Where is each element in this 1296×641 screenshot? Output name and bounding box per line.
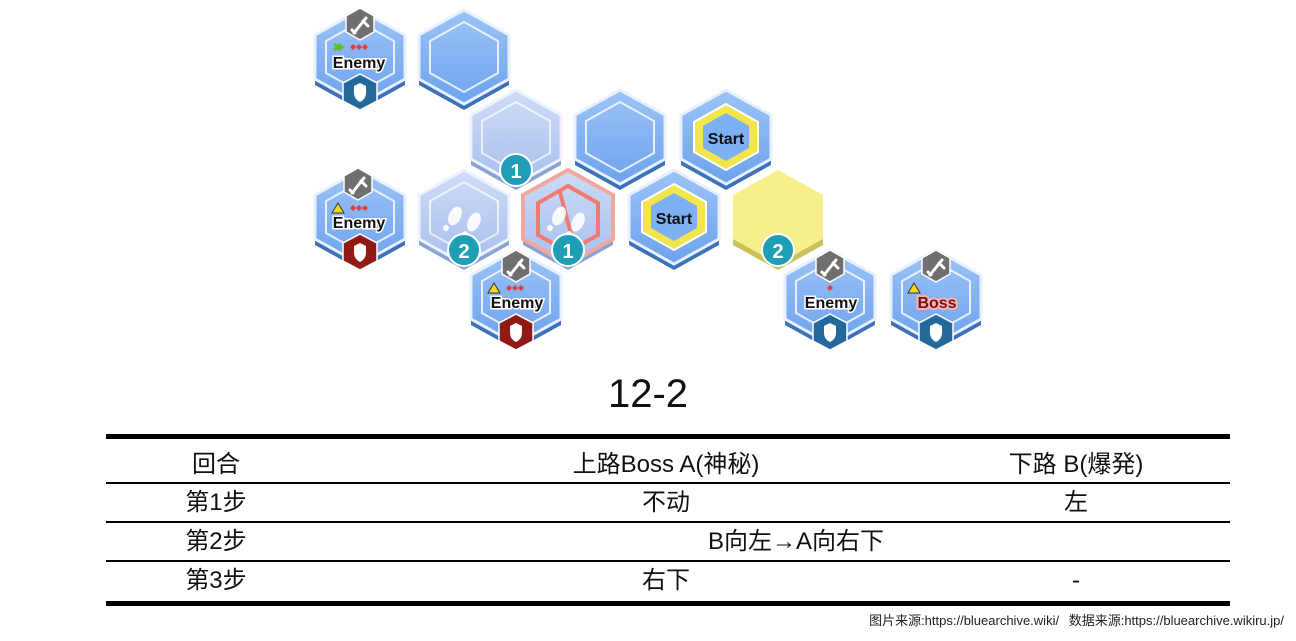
sword-icon	[921, 249, 951, 283]
tile-start-mid[interactable]: Start	[627, 168, 721, 270]
table-divider	[106, 560, 1230, 562]
tile-start-top[interactable]: Start	[679, 88, 773, 190]
row-turn: 第2步	[185, 528, 247, 555]
row-upper-move: 右下	[642, 567, 690, 594]
tile-footprint-1-danger[interactable]: 1	[521, 167, 615, 270]
tile-label: Boss	[917, 295, 956, 312]
shield-icon	[812, 313, 848, 351]
tile-path-1-top[interactable]: 1	[469, 88, 563, 190]
tile-empty-mid[interactable]	[573, 88, 667, 190]
attack-type-icon	[506, 285, 524, 291]
attack-type-icon	[350, 205, 368, 211]
stage-map: Enemy 1 Start	[313, 7, 983, 351]
sword-icon	[815, 249, 845, 283]
step-badge: 2	[447, 233, 481, 267]
svg-text:1: 1	[510, 161, 521, 183]
header-turn: 回合	[192, 451, 240, 478]
tile-enemy-mid-left[interactable]: Enemy	[313, 167, 407, 271]
row-lower-move: -	[1072, 567, 1080, 594]
row-upper-move: 不动	[642, 489, 690, 516]
attack-type-icon	[827, 285, 833, 291]
tile-yellow-2[interactable]: 2	[733, 170, 823, 270]
header-lower-boss: 下路 B(爆発)	[1008, 451, 1144, 478]
table-top-rule	[106, 434, 1230, 439]
stage-title: 12-2	[607, 372, 689, 416]
shield-icon	[342, 233, 378, 271]
step-badge: 1	[499, 153, 533, 187]
table-bottom-rule	[106, 601, 1230, 606]
row-merged-move: B向左→A向右下	[707, 528, 884, 555]
header-upper-boss: 上路Boss A(神秘)	[572, 451, 760, 478]
svg-text:2: 2	[772, 241, 783, 263]
tile-enemy-top-left[interactable]: Enemy	[313, 7, 407, 111]
tile-empty-top[interactable]	[417, 8, 511, 110]
tile-boss[interactable]: Boss	[889, 248, 983, 351]
sword-icon	[343, 167, 373, 201]
shield-icon	[918, 313, 954, 351]
warning-icon	[907, 282, 921, 294]
step-badge: 1	[551, 233, 585, 267]
tile-enemy-bottom-right[interactable]: Enemy	[783, 248, 877, 351]
tile-footprint-2[interactable]: 2	[417, 168, 511, 270]
tile-label: Enemy	[805, 295, 858, 312]
tile-label: Start	[656, 211, 693, 228]
image-source-text: 图片来源:https://bluearchive.wiki/	[869, 613, 1060, 628]
row-lower-move: 左	[1064, 489, 1088, 516]
tile-label: Enemy	[333, 215, 386, 232]
attack-type-icon	[350, 44, 368, 50]
source-credits: 图片来源:https://bluearchive.wiki/ 数据来源:http…	[863, 610, 1284, 629]
tile-enemy-bottom-left[interactable]: Enemy	[469, 248, 563, 351]
sword-icon	[345, 7, 375, 41]
table-divider	[106, 521, 1230, 523]
tile-label: Enemy	[491, 295, 544, 312]
shield-icon	[342, 73, 378, 111]
advance-arrows-icon	[333, 42, 345, 52]
data-source-text: 数据来源:https://bluearchive.wikiru.jp/	[1068, 613, 1284, 628]
shield-icon	[498, 313, 534, 351]
step-badge: 2	[761, 233, 795, 267]
row-turn: 第3步	[185, 567, 247, 594]
tile-label: Enemy	[333, 55, 386, 72]
warning-icon	[331, 202, 345, 214]
tile-label: Start	[708, 131, 745, 148]
svg-text:1: 1	[562, 241, 573, 263]
warning-icon	[487, 282, 501, 294]
sword-icon	[501, 249, 531, 283]
table-divider	[106, 482, 1230, 484]
row-turn: 第1步	[185, 489, 247, 516]
svg-text:2: 2	[458, 241, 469, 263]
